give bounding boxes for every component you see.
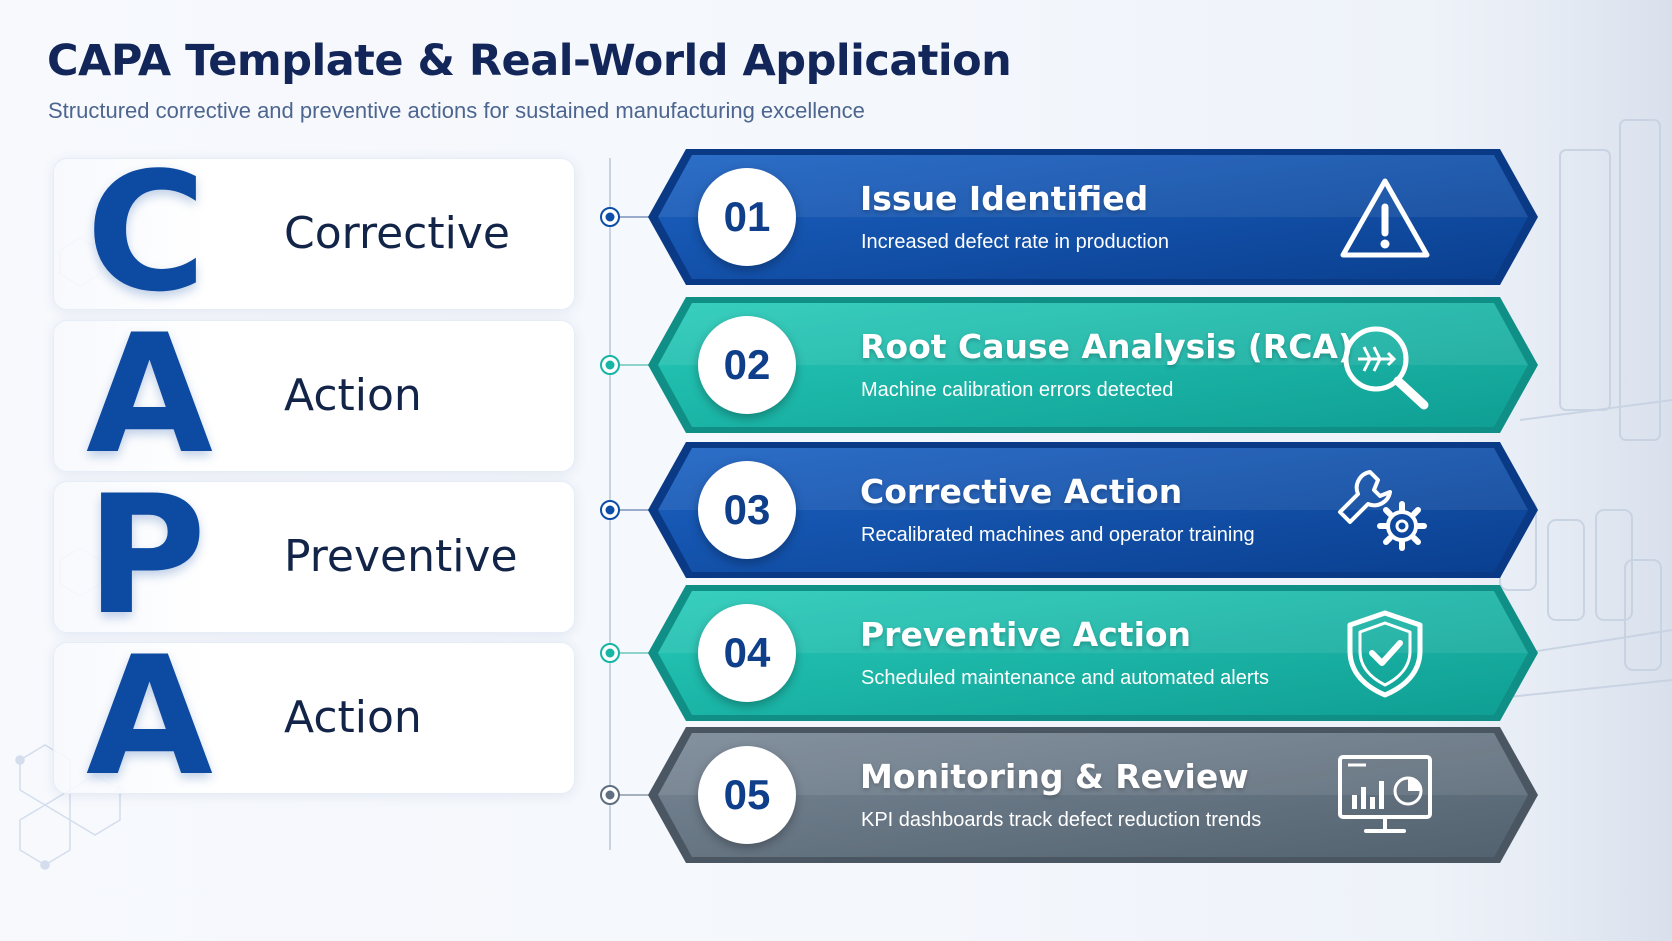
step-number-badge: 02: [698, 316, 796, 414]
step-title: Issue Identified: [860, 179, 1149, 218]
step-description: KPI dashboards track defect reduction tr…: [861, 809, 1262, 831]
step-banner-shape: [648, 585, 1538, 721]
shield-check-icon: [1347, 610, 1423, 698]
acronym-letter: C: [86, 137, 207, 328]
acronym-letter: P: [86, 460, 207, 651]
step-banner-2: 02 Root Cause Analysis (RCA) Machine cal…: [648, 297, 1538, 433]
acronym-word: Action: [284, 370, 422, 421]
acronym-card-a2: A Action: [53, 625, 575, 809]
wrench-gear-icon: [1338, 470, 1427, 551]
acronym-card-p: P Preventive: [53, 464, 575, 648]
warning-triangle-icon: [1340, 178, 1430, 258]
step-description: Increased defect rate in production: [861, 231, 1169, 253]
step-banner-shape: [648, 149, 1538, 285]
acronym-letter: A: [86, 621, 213, 812]
timeline-node-3: [600, 500, 662, 520]
step-title: Monitoring & Review: [860, 757, 1249, 796]
step-banner-3: 03 Corrective Action Recalibrated machin…: [648, 442, 1538, 578]
timeline-node-4: [600, 643, 662, 663]
step-banner-1: 01 Issue Identified Increased defect rat…: [648, 149, 1538, 285]
step-banner-4: 04 Preventive Action Scheduled maintenan…: [648, 585, 1538, 721]
acronym-card-a1: A Action: [53, 303, 575, 487]
acronym-word: Preventive: [284, 531, 518, 582]
step-banner-shape: [648, 442, 1538, 578]
page-title: CAPA Template & Real-World Application: [47, 36, 1012, 86]
step-banner-5: 05 Monitoring & Review KPI dashboards tr…: [648, 727, 1538, 863]
step-number-badge: 01: [698, 168, 796, 266]
timeline-node-5: [600, 785, 662, 805]
lab-equipment-illustration: [1479, 119, 1672, 701]
step-description: Scheduled maintenance and automated aler…: [861, 667, 1270, 689]
acronym-card-c: C Corrective: [53, 141, 575, 325]
step-description: Recalibrated machines and operator train…: [861, 524, 1255, 546]
step-description: Machine calibration errors detected: [861, 379, 1174, 401]
dashboard-monitor-icon: [1338, 755, 1432, 833]
step-number-badge: 04: [698, 604, 796, 702]
step-title: Root Cause Analysis (RCA): [860, 327, 1354, 366]
step-number-badge: 05: [698, 746, 796, 844]
page-subtitle: Structured corrective and preventive act…: [48, 98, 865, 123]
acronym-word: Corrective: [284, 208, 510, 259]
step-title: Corrective Action: [860, 472, 1183, 511]
step-banner-shape: [648, 297, 1538, 433]
step-banner-shape: [648, 727, 1538, 863]
acronym-word: Action: [284, 692, 422, 743]
step-number-badge: 03: [698, 461, 796, 559]
magnifier-fishbone-icon: [1343, 326, 1429, 410]
acronym-letter: A: [86, 299, 213, 490]
step-title: Preventive Action: [860, 615, 1192, 654]
